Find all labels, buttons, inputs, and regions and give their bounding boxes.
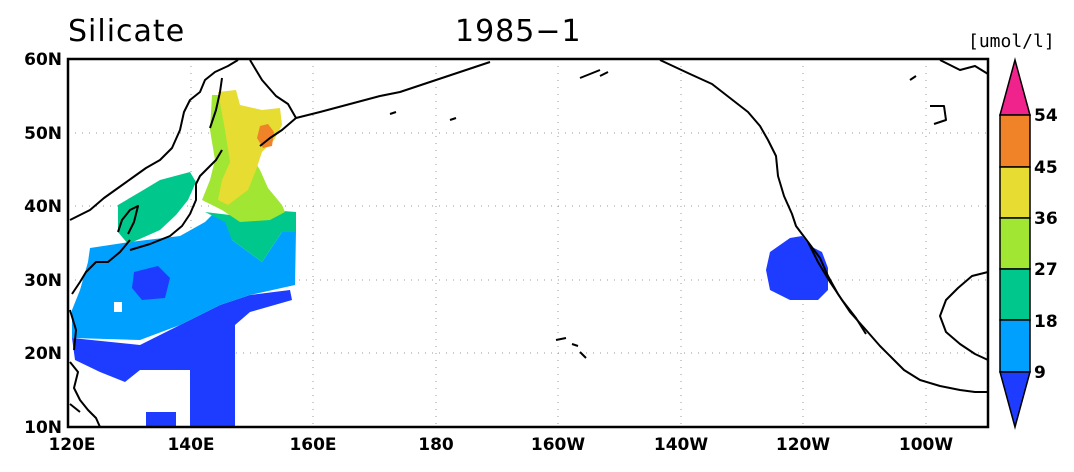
- colorbar-segment-27-36: [999, 217, 1031, 270]
- coast-japan: [129, 149, 223, 251]
- colorbar-level-label: 45: [1034, 158, 1058, 178]
- lat-tick-label: 40N: [24, 197, 62, 217]
- colorbar-labels: 9 18 27 36 45 54: [1034, 106, 1058, 383]
- lat-axis: 10N 20N 30N 40N 50N 60N: [24, 50, 62, 438]
- coast-aleutians: [295, 61, 601, 119]
- coast-hawaii: [555, 337, 587, 359]
- silicate-region-45-54: [257, 124, 274, 148]
- lat-tick-label: 10N: [24, 418, 62, 438]
- lon-tick-label: 120W: [776, 435, 830, 455]
- colorbar-unit-label: [umol/l]: [968, 31, 1055, 52]
- colorbar-segment-45-54: [999, 114, 1031, 168]
- lon-tick-label: 120E: [48, 435, 95, 455]
- colorbar: [999, 57, 1031, 430]
- lat-tick-label: 20N: [24, 344, 62, 364]
- silicate-region-lt9-california: [766, 236, 828, 300]
- colorbar-segment-gt54: [999, 57, 1031, 116]
- lon-tick-label: 100W: [899, 435, 953, 455]
- silicate-region-18-27-east: [205, 210, 296, 262]
- colorbar-level-label: 54: [1034, 106, 1058, 126]
- lon-tick-label: 140E: [167, 435, 214, 455]
- coast-gulf-mexico: [939, 271, 989, 361]
- colorbar-segment-18-27: [999, 268, 1031, 321]
- coast-baja: [807, 241, 867, 335]
- lon-tick-label: 180: [418, 435, 454, 455]
- silicate-region-9-18: [72, 215, 296, 340]
- colorbar-segment-lt9: [999, 371, 1031, 430]
- lon-axis: 120E 140E 160E 180 160W 140W 120W 100W: [48, 435, 953, 455]
- silicate-field: [72, 90, 828, 427]
- lat-tick-label: 60N: [24, 50, 62, 70]
- period-title: 1985−1: [455, 14, 582, 49]
- silicate-region-lt9-south: [72, 290, 292, 427]
- colorbar-level-label: 18: [1034, 312, 1058, 332]
- coast-alaska-east: [939, 59, 989, 75]
- silicate-region-36-45: [218, 90, 282, 205]
- coast-north-america: [659, 59, 988, 393]
- lon-tick-label: 160W: [531, 435, 585, 455]
- coast-sakhalin: [209, 77, 223, 129]
- silicate-hole: [114, 302, 122, 312]
- map-frame: [66, 57, 990, 429]
- colorbar-level-label: 27: [1034, 260, 1058, 280]
- silicate-region-lt9-patch: [146, 412, 176, 427]
- colorbar-segment-9-18: [999, 319, 1031, 373]
- coast-korea: [117, 205, 139, 235]
- lon-tick-label: 140W: [654, 435, 708, 455]
- colorbar-level-label: 36: [1034, 209, 1058, 229]
- coast-asia: [69, 59, 239, 428]
- lat-tick-label: 50N: [24, 124, 62, 144]
- lon-tick-label: 160E: [289, 435, 336, 455]
- coast-misc-islands: [389, 71, 947, 125]
- coast-kamchatka: [249, 59, 297, 147]
- silicate-region-lt9-core: [132, 266, 170, 300]
- coastlines: [69, 59, 989, 428]
- colorbar-segment-36-45: [999, 166, 1031, 219]
- lat-tick-label: 30N: [24, 271, 62, 291]
- silicate-region-18-27-japansea: [118, 172, 196, 244]
- map-title: Silicate: [68, 14, 186, 49]
- colorbar-level-label: 9: [1034, 363, 1046, 383]
